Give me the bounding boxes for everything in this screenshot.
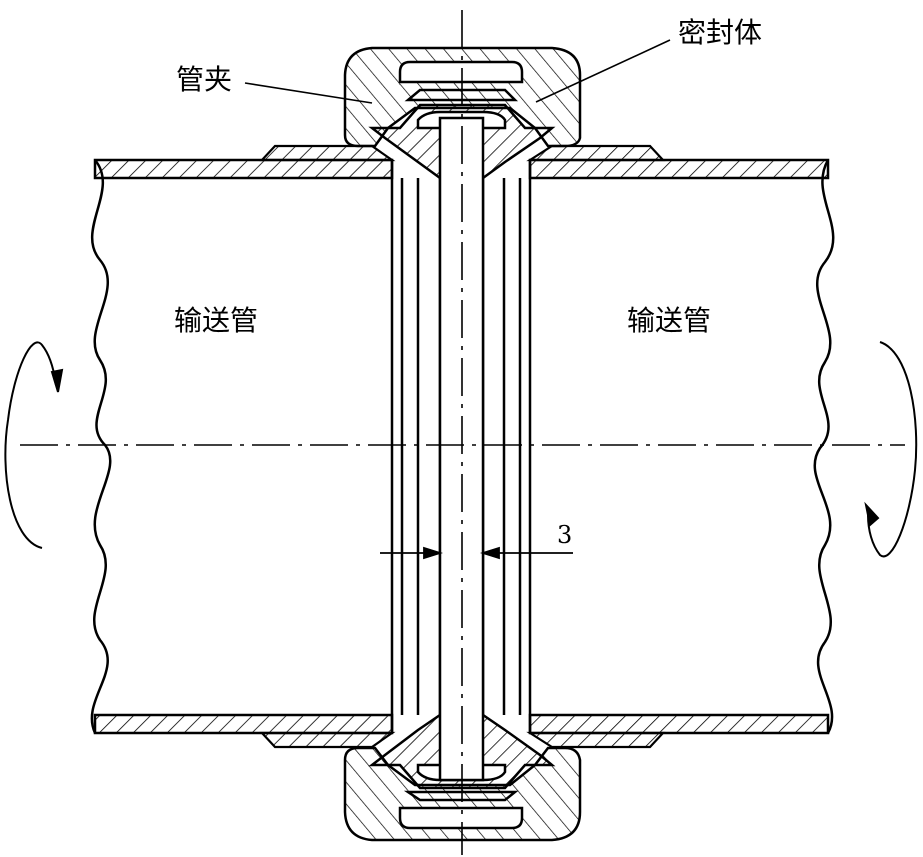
dimension-label: 3 xyxy=(557,521,572,549)
seal-label: 密封体 xyxy=(678,16,762,49)
right-pipe-bottom-wall xyxy=(528,713,830,735)
seal-leader-line xyxy=(535,39,671,103)
pipe-label-right: 输送管 xyxy=(627,304,711,337)
clamp-leader-line xyxy=(244,82,373,104)
gap-dimension xyxy=(380,546,573,560)
left-pipe-top-wall xyxy=(93,158,394,180)
center-lines xyxy=(20,10,905,855)
clamp-label: 管夹 xyxy=(176,63,232,96)
left-pipe-break-line xyxy=(90,159,112,734)
right-rotation-arrow xyxy=(864,341,918,558)
pipe-label-left: 输送管 xyxy=(174,304,258,337)
leader-lines xyxy=(244,39,671,104)
left-pipe-bottom-wall xyxy=(93,713,394,735)
left-pipe xyxy=(90,158,442,735)
right-pipe xyxy=(481,158,835,735)
right-pipe-break-line xyxy=(813,159,835,734)
left-rotation-arrow xyxy=(4,341,64,549)
right-pipe-top-wall xyxy=(528,158,830,180)
